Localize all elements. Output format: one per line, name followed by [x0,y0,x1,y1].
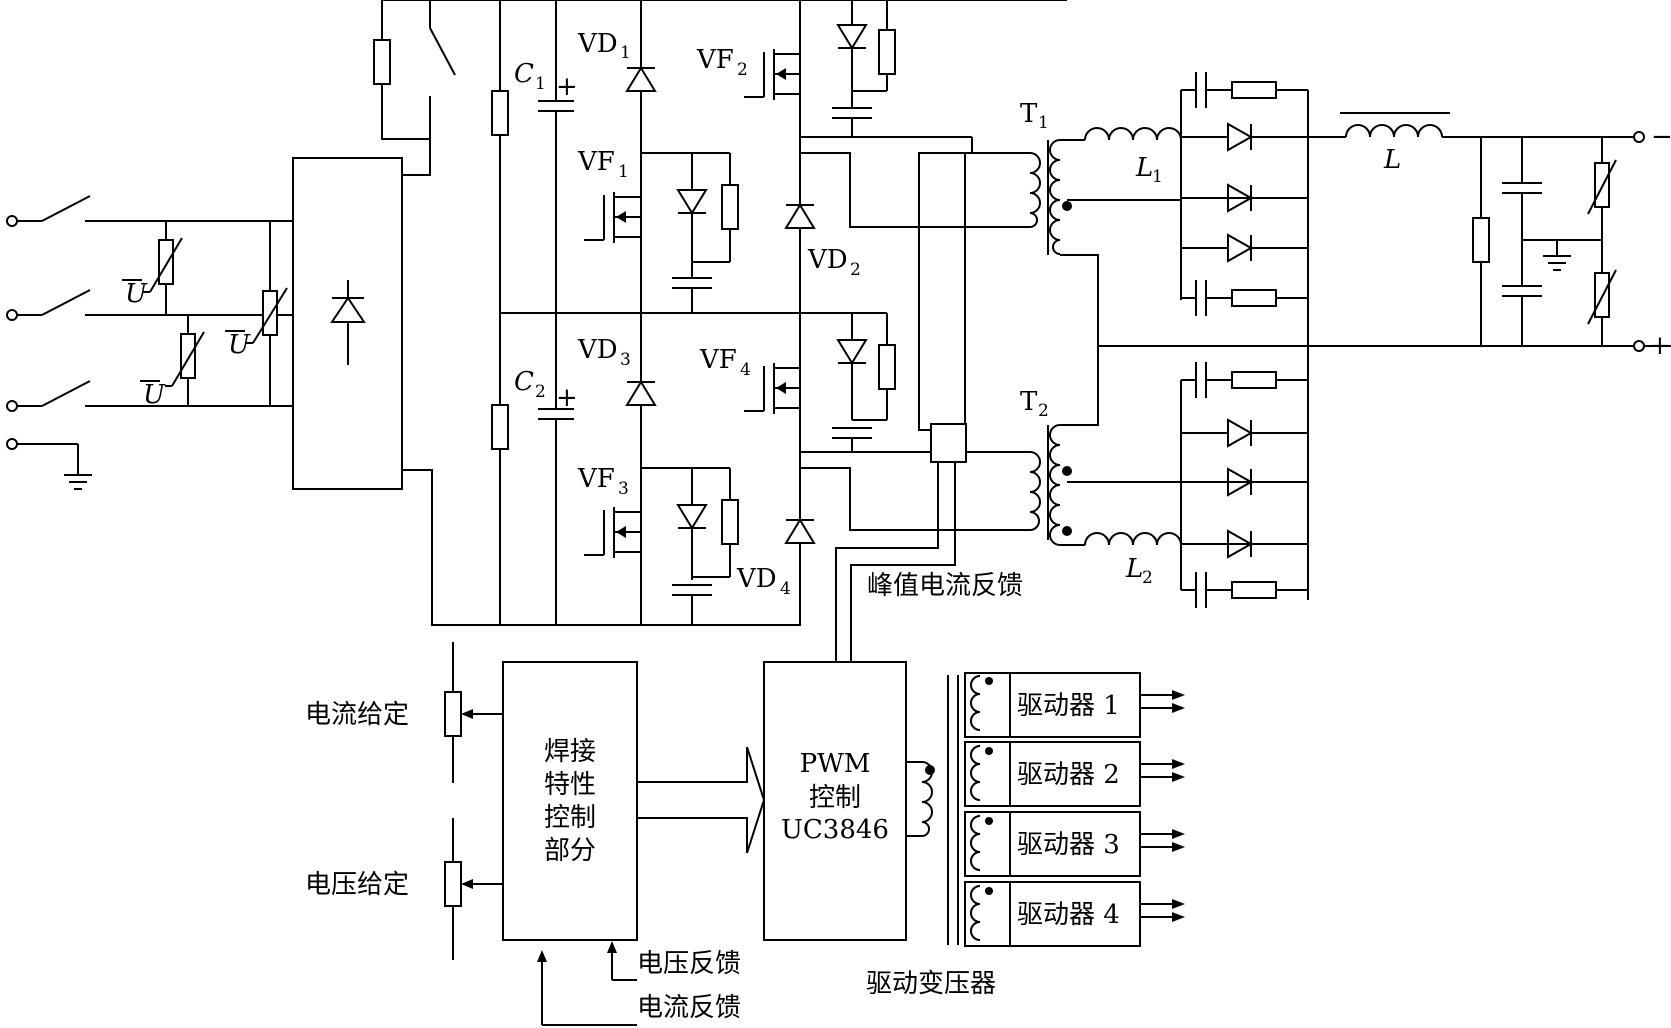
snubber-vf1 [641,152,739,313]
control-signal-arrow [637,746,766,854]
t1-label: T [1020,99,1038,129]
pwm-line-3: UC3846 [781,815,889,845]
driver-4 [964,881,1185,947]
ground-terminal [6,438,18,450]
pwm-control-block [763,661,907,941]
welding-control-line-1: 焊接 [544,737,596,767]
t2-transformer [1029,424,1072,546]
vd2-label: VD [807,245,848,275]
snubber-vf4 [800,312,935,453]
output-terminal-plus [1633,340,1645,352]
l1-sub: 1 [1152,167,1163,187]
c1-label: C [514,59,534,89]
vf2-sub: 2 [737,60,748,80]
primary-wiring [800,137,1030,662]
t1-primary [1029,139,1072,255]
c1-plus: + [556,72,578,102]
pwm-line-2: 控制 [809,783,861,813]
driver-3 [964,811,1185,877]
l1-label: L [1135,153,1153,183]
vf4-sub: 4 [740,360,751,380]
vf1-sub: 1 [618,162,629,182]
output-filter [1472,137,1634,347]
varistor-u-label-3: U [228,330,251,360]
vd3-label: VD [577,335,618,365]
secondary-wiring [1060,72,1671,608]
vf4-label: VF [699,345,737,375]
driver-2-label: 驱动器 2 [1017,760,1120,790]
output-inductor [1308,112,1634,138]
input-terminal-1 [6,215,18,227]
peak-current-feedback-label: 峰值电流反馈 [867,571,1023,601]
vd4-label: VD [736,564,777,594]
vd3-sub: 3 [620,350,631,370]
snubber-vf2 [800,0,972,138]
welding-control-line-2: 特性 [544,770,596,800]
feedback-lines [537,941,637,1026]
ground-symbol [17,443,92,490]
voltage-setpoint-label: 电压给定 [305,870,409,900]
vf3-label: VF [577,464,615,494]
driver-2 [964,741,1185,807]
current-setpoint-label: 电流给定 [305,700,409,730]
driver-1-label: 驱动器 1 [1017,691,1120,721]
input-terminal-2 [6,309,18,321]
l-label: L [1383,145,1401,175]
welding-control-block [502,661,638,941]
varistor-1 [143,221,183,315]
voltage-setpoint-pot [444,818,503,960]
c2-plus: + [556,383,578,413]
vf2-label: VF [696,45,734,75]
output-terminal-minus [1633,131,1645,143]
c1-sub: 1 [535,74,546,94]
input-section: U U U [6,195,293,490]
vd1-label: VD [577,29,618,59]
bridge-rectifier [292,157,403,490]
drive-transformer-label: 驱动变压器 [866,969,996,999]
input-switches [17,195,91,407]
input-terminal-3 [6,400,18,412]
c2-label: C [514,367,534,397]
l2-sub: 2 [1142,568,1153,588]
current-feedback-label: 电流反馈 [637,993,741,1023]
terminal-plus-label: + [1649,331,1671,361]
pwm-line-1: PWM [800,749,871,779]
varistor-u-label-2: U [143,380,166,410]
varistor-u-label-1: U [125,279,148,309]
voltage-feedback-label: 电压反馈 [637,949,741,979]
driver-3-label: 驱动器 3 [1017,830,1120,860]
left-leg [584,0,657,625]
c2-sub: 2 [535,382,546,402]
vf3-sub: 3 [618,479,629,499]
welding-control-line-3: 控制 [544,803,596,833]
vf1-label: VF [577,147,615,177]
vd1-sub: 1 [620,43,631,63]
varistor-2 [165,315,205,406]
soft-start-resistor [373,0,391,139]
drive-transformer [906,675,959,945]
bypass-switch [429,0,456,139]
varistor-3 [246,221,288,406]
t2-label: T [1020,387,1038,417]
t1-sub: 1 [1038,113,1049,133]
driver-4-label: 驱动器 4 [1017,900,1120,930]
snubber-vf3 [641,467,739,625]
driver-1 [964,672,1185,738]
terminal-minus-label: − [1651,122,1671,152]
l2-label: L [1125,554,1143,584]
vd2-sub: 2 [850,260,861,280]
current-setpoint-pot [444,642,503,783]
vd4-sub: 4 [780,579,791,599]
t2-sub: 2 [1038,401,1049,421]
welding-control-line-4: 部分 [544,836,596,866]
